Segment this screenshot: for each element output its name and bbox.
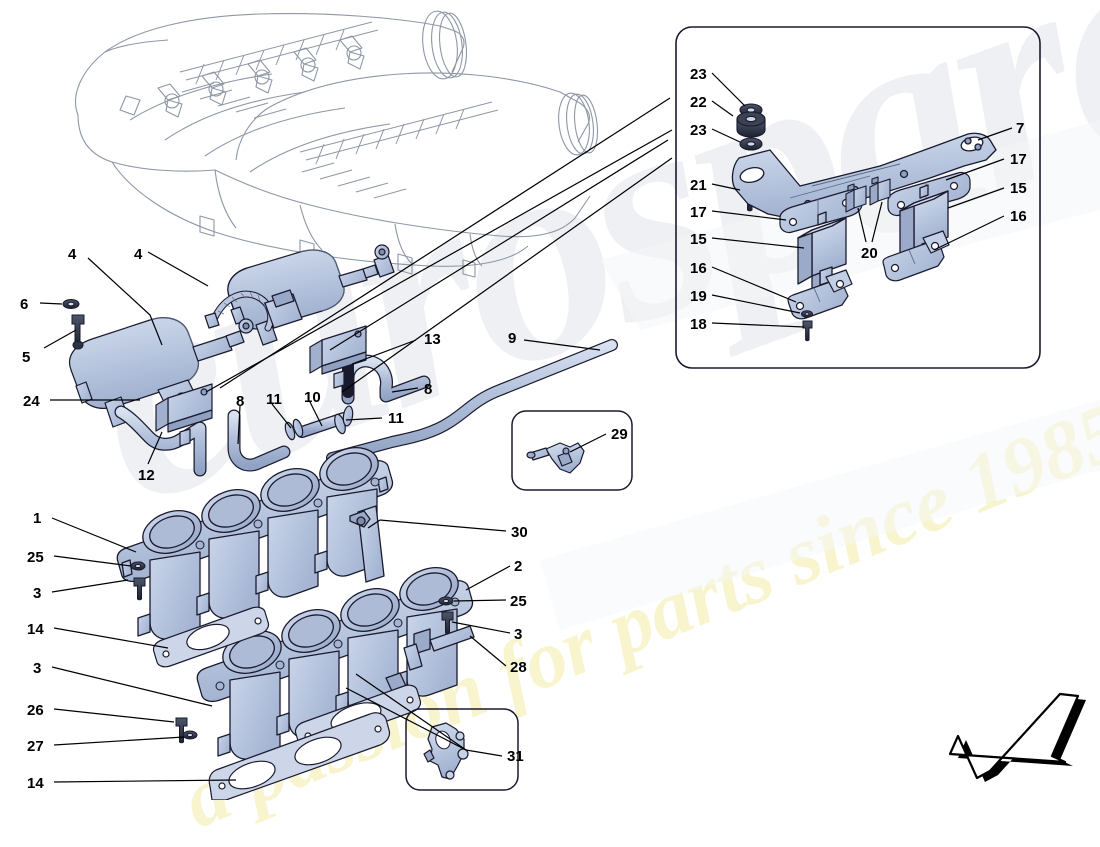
callout-4-upper: 4 (134, 246, 143, 263)
callout-23-top: 23 (690, 66, 707, 83)
washer-6 (62, 299, 80, 309)
callout-3-left-a: 3 (33, 585, 42, 602)
callout-23-bottom: 23 (690, 122, 707, 139)
callout-7: 7 (1016, 120, 1025, 137)
callout-27: 27 (27, 738, 44, 755)
callout-12: 12 (138, 467, 155, 484)
callout-25-right: 25 (510, 593, 527, 610)
callout-28: 28 (510, 659, 527, 676)
callout-3-left-b: 3 (33, 660, 42, 677)
washer-25-right (438, 596, 454, 606)
callout-11-left: 11 (266, 391, 282, 408)
background-swoosh (540, 120, 1100, 630)
solenoid-valve-right (309, 325, 367, 389)
connector-20-b (869, 176, 891, 206)
callout-20: 20 (861, 245, 878, 262)
bracket-16-left (787, 269, 853, 320)
callout-6: 6 (20, 296, 29, 313)
orientation-arrow (948, 692, 1086, 782)
callout-17-right: 17 (1010, 151, 1027, 168)
gasket-bank-2-lower (208, 712, 391, 800)
bolt-18 (802, 320, 813, 342)
inset-part-29 (511, 410, 633, 491)
callout-29: 29 (611, 426, 628, 443)
callout-9: 9 (508, 330, 517, 347)
inset-bracket-sensor (675, 26, 1041, 369)
diagram-artwork (39, 10, 1100, 800)
callout-11-right: 11 (388, 410, 404, 427)
bolt-3-left-upper (133, 577, 146, 601)
callout-13: 13 (424, 331, 441, 348)
callout-15-left: 15 (690, 231, 707, 248)
throttle-body-bank-1 (116, 447, 394, 640)
bolt-3-right (441, 611, 454, 635)
callout-21: 21 (690, 177, 707, 194)
callout-16-right: 16 (1010, 208, 1027, 225)
gasket-bank-1 (152, 606, 270, 668)
callout-2: 2 (514, 558, 523, 575)
washer-25-left (130, 561, 146, 571)
washer-19 (801, 310, 813, 318)
callout-24: 24 (23, 393, 40, 410)
solenoid-valve-left (155, 383, 213, 447)
callout-14-lower: 14 (27, 775, 44, 792)
callout-22: 22 (690, 94, 707, 111)
callout-3-right: 3 (514, 626, 523, 643)
bolt-26 (175, 717, 188, 744)
intake-plenum-ghost (74, 10, 599, 278)
callout-5: 5 (22, 349, 31, 366)
callout-26: 26 (27, 702, 44, 719)
callout-1: 1 (33, 510, 42, 527)
callout-18: 18 (690, 316, 707, 333)
callout-8-right: 8 (424, 381, 433, 398)
callout-10: 10 (304, 389, 321, 406)
callout-14-upper: 14 (27, 621, 44, 638)
callout-31: 31 (507, 748, 524, 765)
leader-lines (39, 72, 1013, 783)
sensor-15-left (797, 211, 847, 291)
washer-27 (182, 730, 198, 740)
parts-diagram-canvas: eurospares a passion for parts since 198… (20, 0, 1100, 846)
callout-25-left: 25 (27, 549, 44, 566)
bolt-5 (71, 314, 85, 350)
callout-4: 4 (68, 246, 77, 263)
callout-30: 30 (511, 524, 528, 541)
callout-17-left: 17 (690, 204, 707, 221)
callout-8-left: 8 (236, 393, 245, 410)
actuator-upper (227, 244, 395, 346)
callout-15-right: 15 (1010, 180, 1027, 197)
callout-16-left: 16 (690, 260, 707, 277)
connector-20-a (845, 183, 867, 213)
bracket-16-right (882, 230, 950, 282)
inset-part-31 (405, 708, 519, 791)
callout-19: 19 (690, 288, 707, 305)
